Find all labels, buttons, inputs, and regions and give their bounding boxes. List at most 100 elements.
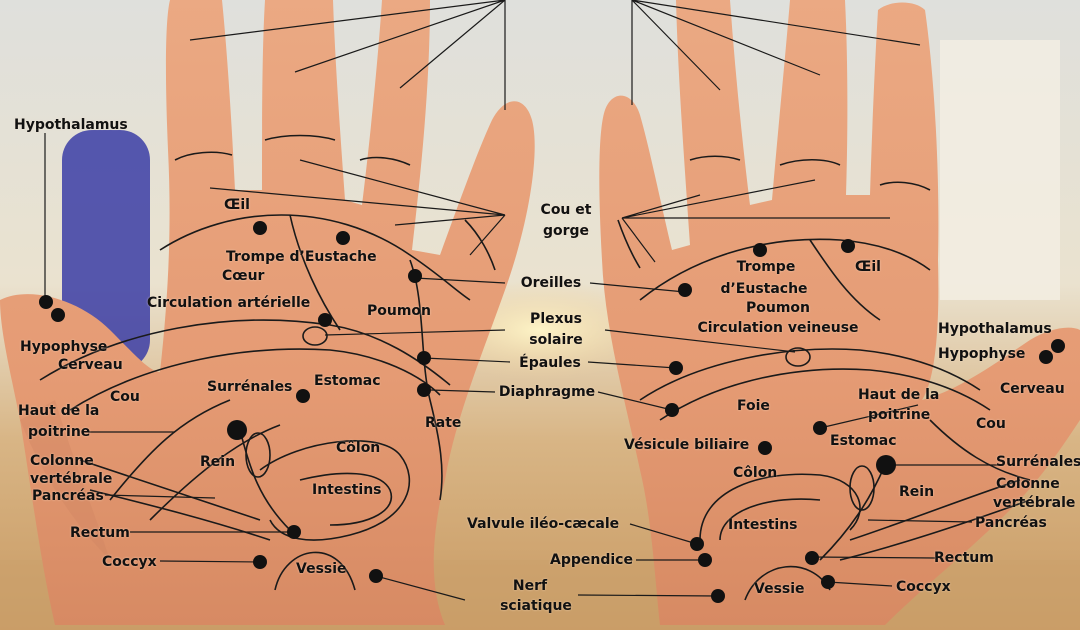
- left-kidney-tube: [239, 429, 291, 531]
- leader-epaules: [423, 357, 677, 369]
- label-colon-left: Côlon: [336, 440, 381, 456]
- leader-pancreas-left: [104, 494, 216, 499]
- left-hand-silhouette: [0, 0, 535, 625]
- point-hypothalamus-right: [1051, 339, 1065, 353]
- label-cou-right: Cou: [976, 416, 1006, 432]
- right-upper-palm-arc: [639, 238, 931, 301]
- point-rectum-left: [287, 525, 301, 539]
- label-pancreas-left: Pancréas: [32, 488, 104, 504]
- point-epaules-right: [669, 361, 683, 375]
- label-circulation-veineuse: Circulation veineuse: [697, 320, 859, 336]
- point-hypophyse-right: [1039, 350, 1053, 364]
- left-thumb-shadow: [20, 400, 110, 560]
- label-trompe-right-2: d’Eustache: [720, 281, 808, 297]
- point-estomac-right: [813, 421, 827, 435]
- label-hypothalamus-right: Hypothalamus: [938, 321, 1052, 337]
- point-surrenales-right: [876, 455, 896, 475]
- left-finger-crease-1: [174, 151, 233, 161]
- right-thumb-base-line: [929, 419, 1031, 481]
- left-thumb-crease: [464, 219, 496, 271]
- left-inner-line-1: [149, 424, 281, 521]
- label-haut-poitrine-left-1: Haut de la: [18, 403, 100, 419]
- left-intestine-loop: [299, 472, 393, 526]
- label-hypophyse-left: Hypophyse: [20, 339, 108, 355]
- point-oeil-right: [841, 239, 855, 253]
- point-circulation-left: [318, 313, 332, 327]
- label-rate: Rate: [425, 415, 462, 431]
- label-epaules: Épaules: [519, 355, 581, 371]
- right-plexus-curve: [659, 368, 991, 421]
- right-intestine-loop: [719, 498, 821, 541]
- label-pancreas-right: Pancréas: [975, 515, 1047, 531]
- point-hypothalamus-left: [39, 295, 53, 309]
- background-window-light: [940, 40, 1060, 300]
- label-surrenales-left: Surrénales: [207, 379, 293, 395]
- point-oreilles-left: [408, 269, 422, 283]
- leader-pancreas-right: [867, 519, 973, 523]
- label-cou-left: Cou: [110, 389, 140, 405]
- point-oeil-left: [253, 221, 267, 235]
- left-plexus-curve: [69, 348, 441, 411]
- right-colon-loop: [699, 473, 861, 541]
- label-coccyx-left: Coccyx: [102, 554, 157, 570]
- label-cou-gorge-2: gorge: [542, 223, 590, 239]
- point-coccyx-right: [821, 575, 835, 589]
- leader-oreilles: [414, 277, 686, 293]
- left-diaphragm-curve: [39, 319, 451, 386]
- label-vessie-left: Vessie: [296, 561, 347, 577]
- label-haut-poitrine-right-1: Haut de la: [858, 387, 940, 403]
- point-appendice: [698, 553, 712, 567]
- left-colon-loop: [259, 440, 411, 541]
- label-trompe-right-1: Trompe: [736, 259, 796, 275]
- label-estomac-left: Estomac: [314, 373, 381, 389]
- leader-plexus: [324, 329, 796, 353]
- label-hypothalamus-left: Hypothalamus: [14, 117, 128, 133]
- point-diaphragme-right: [665, 403, 679, 417]
- label-intestins-left: Intestins: [312, 482, 382, 498]
- point-estomac-left: [296, 389, 310, 403]
- right-finger-crease-3: [879, 181, 931, 191]
- leader-top-right-fan: [631, 0, 921, 105]
- label-oreilles: Oreilles: [520, 275, 582, 291]
- point-trompe-left: [336, 231, 350, 245]
- label-colonne-left-2: vertébrale: [30, 471, 113, 487]
- label-intestins-right: Intestins: [728, 517, 798, 533]
- reflex-points: [39, 221, 1065, 603]
- right-eye-arc: [809, 239, 881, 321]
- label-cerveau-left: Cerveau: [58, 357, 123, 373]
- left-bladder-arc: [274, 551, 356, 591]
- point-diaphragme-left: [417, 383, 431, 397]
- label-coccyx-right: Coccyx: [896, 579, 951, 595]
- label-estomac-right: Estomac: [830, 433, 897, 449]
- label-vessie-right: Vessie: [754, 581, 805, 597]
- leader-valvule: [629, 523, 698, 545]
- label-surrenales-right: Surrénales: [996, 454, 1080, 470]
- point-surrenales-left: [227, 420, 247, 440]
- leader-coccyx-left: [159, 560, 261, 563]
- right-kidney-tube: [819, 464, 886, 561]
- left-plexus-mark: [302, 326, 328, 346]
- label-cou-gorge-1: Cou et: [540, 202, 592, 218]
- label-rectum-right: Rectum: [934, 550, 994, 566]
- label-rein-left: Rein: [200, 454, 236, 470]
- label-valvule: Valvule iléo-cæcale: [467, 516, 620, 532]
- left-upper-palm-arc: [159, 214, 471, 301]
- label-coeur: Cœur: [222, 268, 265, 284]
- right-spine-lines: [839, 479, 1031, 561]
- label-haut-poitrine-right-2: poitrine: [868, 407, 931, 423]
- right-finger-crease-2: [779, 158, 841, 166]
- right-finger-crease-1: [689, 155, 741, 161]
- right-plexus-mark: [785, 347, 811, 367]
- label-rein-right: Rein: [899, 484, 935, 500]
- left-finger-crease-3: [359, 156, 411, 166]
- label-colon-right: Côlon: [733, 465, 778, 481]
- label-colonne-right-1: Colonne: [996, 476, 1060, 492]
- label-poumon-right: Poumon: [745, 300, 811, 316]
- point-vesicule: [758, 441, 772, 455]
- leader-top-left-fan: [189, 0, 506, 110]
- leader-neck-right-fan: [621, 179, 890, 263]
- point-valvule: [690, 537, 704, 551]
- left-heart-zone: [289, 214, 341, 331]
- point-nerf-right: [711, 589, 725, 603]
- label-plexus-1: Plexus: [530, 311, 582, 327]
